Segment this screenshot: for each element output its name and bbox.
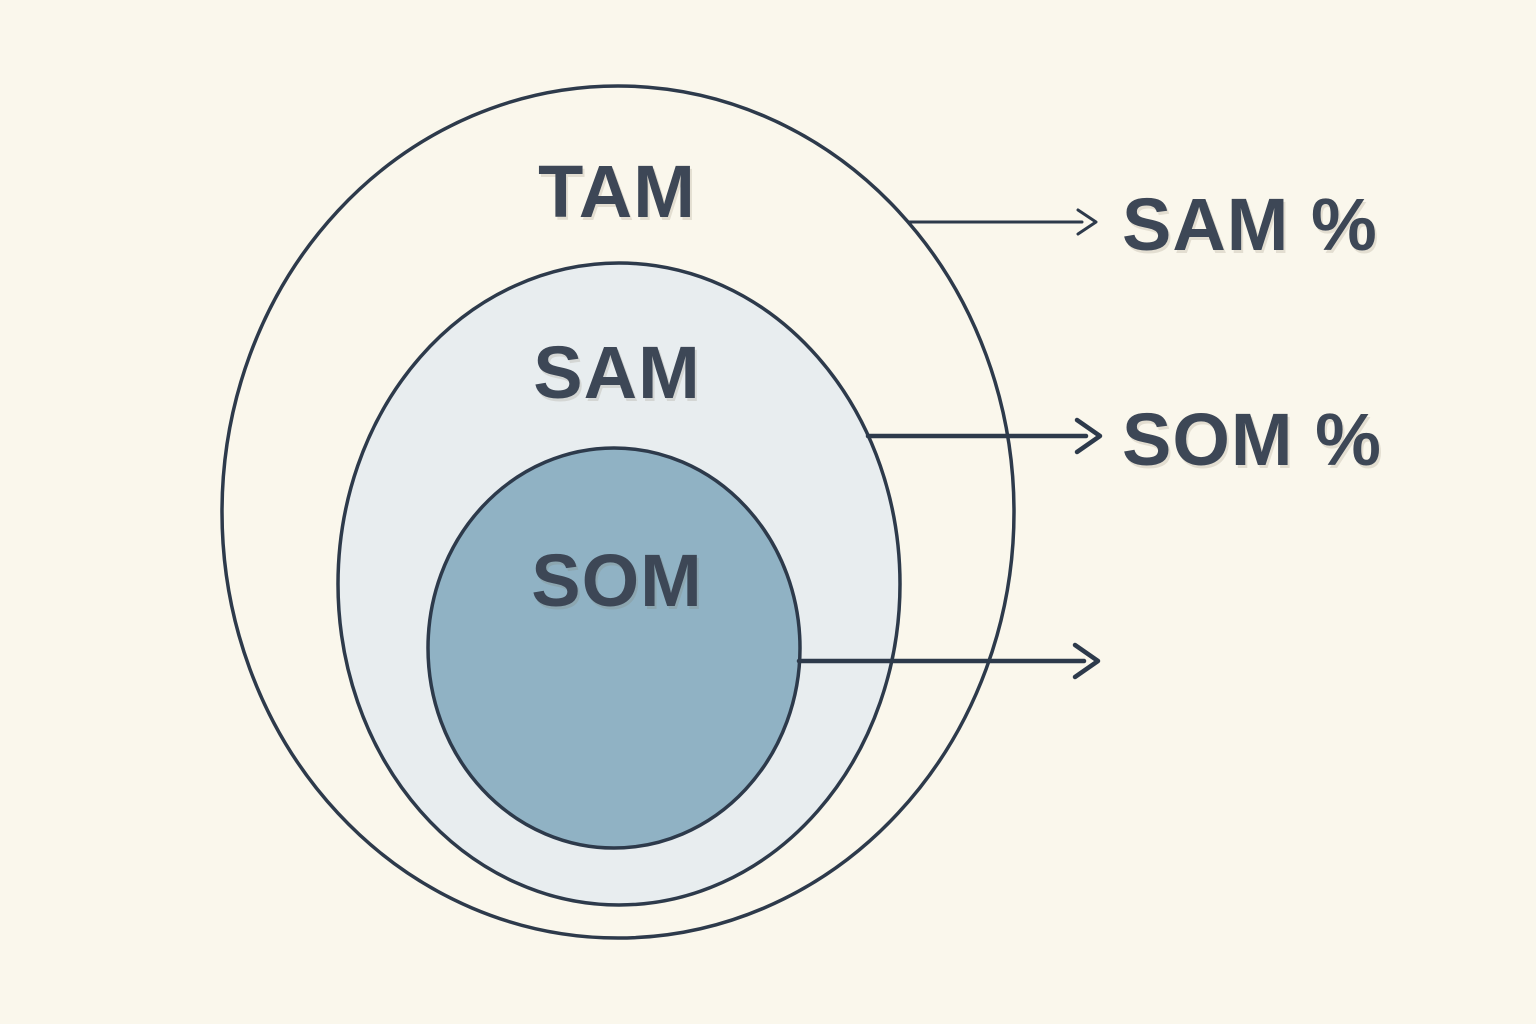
som-percent-arrow: [865, 417, 1103, 455]
unlabeled-arrow: [796, 642, 1101, 680]
tam-label: TAM: [538, 150, 696, 233]
sam-label: SAM: [533, 331, 700, 414]
unlabeled-arrowhead-icon: [1072, 642, 1101, 680]
sam-percent-arrow: [907, 208, 1098, 236]
nested-rings: TAM SAM SOM: [220, 84, 1016, 940]
som-percent-arrowhead-icon: [1074, 417, 1103, 455]
callout-arrows: SAM % SOM %: [796, 183, 1382, 680]
som-label: SOM: [531, 539, 703, 622]
sam-percent-arrowhead-icon: [1076, 208, 1098, 236]
som-percent-label: SOM %: [1122, 398, 1382, 481]
som-circle: [426, 446, 802, 850]
sam-percent-label: SAM %: [1122, 183, 1378, 266]
